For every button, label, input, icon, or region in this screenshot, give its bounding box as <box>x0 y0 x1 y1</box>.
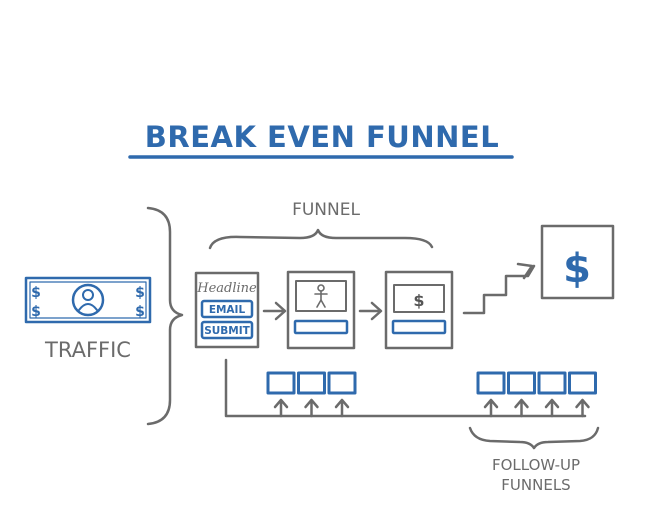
arrow-up-icon <box>273 398 289 418</box>
arrow-up-icon <box>544 398 560 418</box>
follow-up-funnel-box <box>537 371 567 395</box>
stairs-icon <box>462 264 536 315</box>
follow-up-connector <box>224 358 587 418</box>
sales-page <box>286 270 356 350</box>
funnel-label: FUNNEL <box>292 200 360 220</box>
checkout-page: $ <box>384 270 454 350</box>
bill-dollar-br: $ <box>135 304 145 320</box>
bill-dollar-tl: $ <box>31 285 41 301</box>
arrow-up-icon <box>483 398 499 418</box>
person-icon <box>71 283 105 317</box>
dollar-bill-icon: $ $ $ $ <box>24 276 152 324</box>
follow-up-funnel-box <box>297 371 326 395</box>
checkout-page-button <box>391 319 447 335</box>
profit-box: $ <box>540 224 615 300</box>
bill-dollar-tr: $ <box>135 285 145 301</box>
follow-up-funnel-box <box>568 371 597 395</box>
follow-up-funnel-box <box>507 371 536 395</box>
arrow-right-icon <box>262 301 287 321</box>
traffic-brace <box>146 206 184 426</box>
email-field-label: EMAIL <box>209 304 246 316</box>
optin-headline: Headline <box>196 281 257 296</box>
sales-page-button <box>293 319 349 335</box>
follow-up-label-line2: FUNNELS <box>501 476 570 494</box>
profit-dollar-icon: $ <box>563 246 591 292</box>
email-field <box>200 299 254 319</box>
optin-page: Headline EMAIL SUBMIT <box>194 271 260 349</box>
submit-button <box>200 320 254 340</box>
arrow-up-icon <box>575 398 590 418</box>
submit-button-label: SUBMIT <box>204 325 250 337</box>
arrow-up-right-icon <box>516 262 534 280</box>
checkout-dollar: $ <box>413 291 424 310</box>
diagram-title: BREAK EVEN FUNNEL <box>145 120 499 154</box>
arrow-up-icon <box>514 398 529 418</box>
funnel-brace <box>208 228 434 250</box>
arrow-right-icon <box>358 301 383 321</box>
follow-up-funnel-box <box>327 371 357 395</box>
follow-up-funnel-box <box>266 371 296 395</box>
arrow-up-icon <box>304 398 319 418</box>
follow-up-funnel-box <box>476 371 506 395</box>
person-icon <box>314 284 328 308</box>
follow-up-group-right <box>476 371 597 418</box>
arrow-up-icon <box>334 398 350 418</box>
traffic-label: TRAFFIC <box>44 338 131 362</box>
follow-up-group-left <box>266 371 357 418</box>
follow-up-label-line1: FOLLOW-UP <box>492 456 580 474</box>
bill-dollar-bl: $ <box>31 304 41 320</box>
follow-up-brace <box>468 426 600 450</box>
